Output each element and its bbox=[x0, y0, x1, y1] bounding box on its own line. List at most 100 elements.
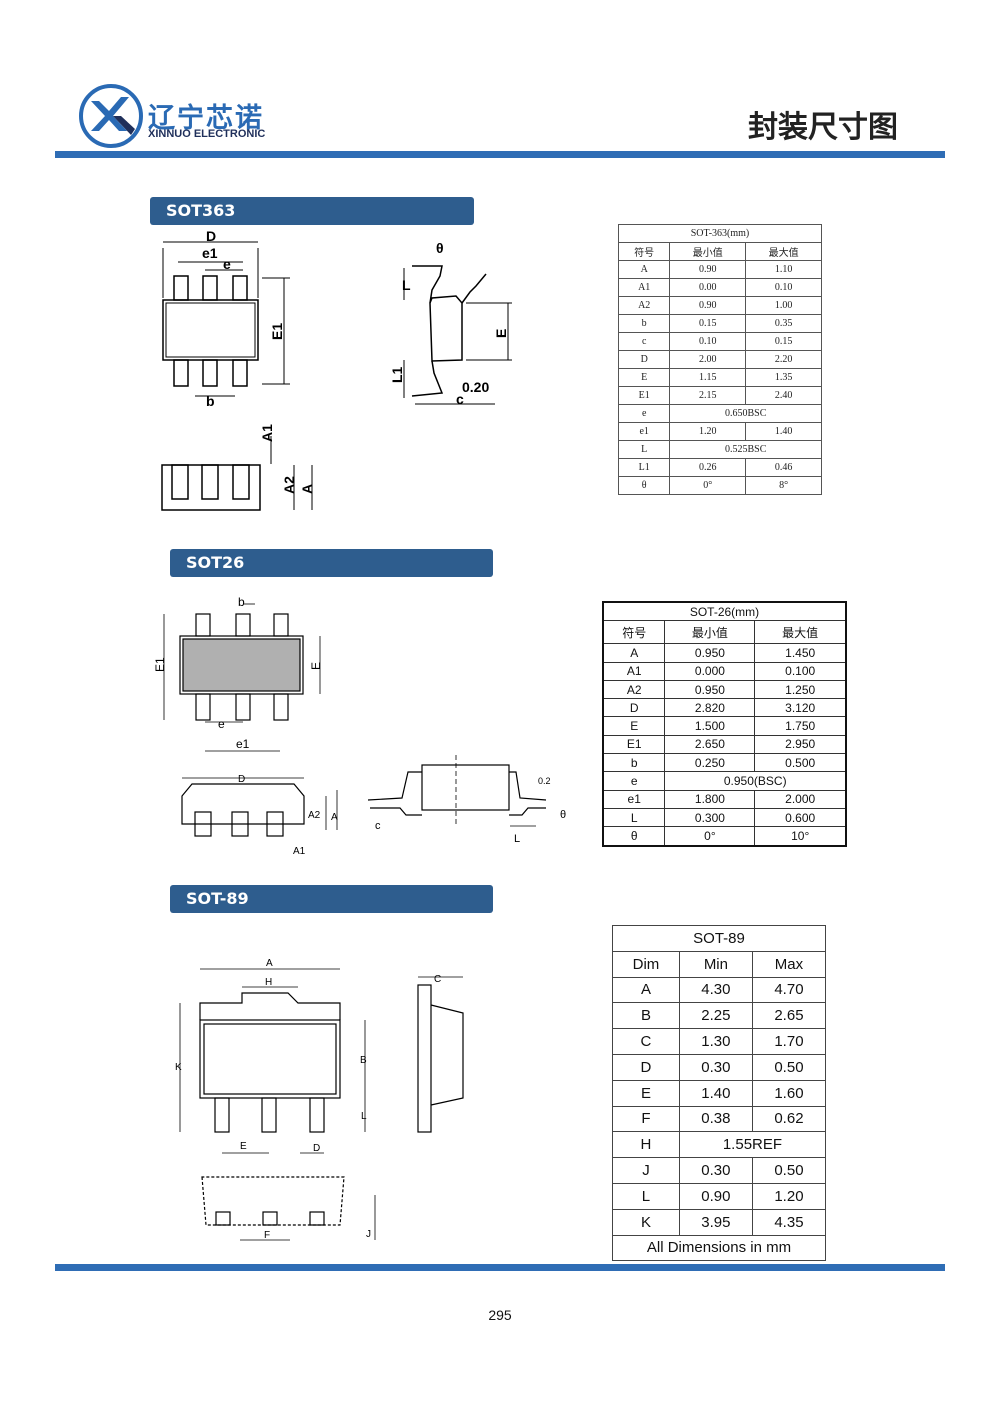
table-cell: H bbox=[612, 1131, 680, 1159]
table-cell: e1 bbox=[602, 789, 666, 809]
table-cell: 0.90 bbox=[669, 296, 747, 315]
table-cell: 最小值 bbox=[669, 242, 747, 261]
table-cell: 符号 bbox=[602, 620, 666, 645]
footer-rule bbox=[55, 1264, 945, 1271]
table-cell: 1.35 bbox=[745, 368, 822, 387]
table-cell: 1.250 bbox=[754, 679, 847, 700]
table-cell: Max bbox=[751, 950, 827, 978]
table-cell: 0.35 bbox=[745, 314, 822, 333]
table-cell: 2.650 bbox=[664, 734, 756, 755]
table-cell: 4.30 bbox=[678, 976, 753, 1004]
table-cell: 4.70 bbox=[751, 976, 827, 1004]
section-title-sot89: SOT-89 bbox=[170, 885, 493, 913]
table-cell: 0.300 bbox=[664, 807, 756, 828]
table-cell: B bbox=[612, 1002, 680, 1030]
table-cell: L bbox=[612, 1182, 680, 1210]
sot89-drawing: A H K B L E D C F J bbox=[175, 958, 464, 1241]
header-rule bbox=[55, 151, 945, 158]
table-cell: 0.15 bbox=[745, 332, 822, 351]
table-cell: 0.26 bbox=[669, 458, 747, 477]
sot26-label-E1: E1 bbox=[153, 657, 167, 672]
table-cell: Dim bbox=[612, 950, 680, 978]
sot363-label-E: E bbox=[493, 329, 509, 338]
sot363-drawing: D e1 e E1 b θ L E L1 0.20 c A1 A2 A bbox=[161, 228, 512, 511]
table-cell: 0.250 bbox=[664, 753, 756, 773]
sot89-label-L: L bbox=[361, 1111, 367, 1122]
sot89-label-A: A bbox=[266, 958, 273, 969]
table-footer-row: All Dimensions in mm bbox=[612, 1234, 826, 1262]
sot26-label-A: A bbox=[331, 812, 338, 823]
table-cell: 1.500 bbox=[664, 716, 756, 736]
table-caption-row: SOT-89 bbox=[612, 925, 826, 952]
table-cell: SOT-26(mm) bbox=[602, 601, 847, 622]
table-cell: 1.10 bbox=[745, 260, 822, 279]
table-cell: 1.00 bbox=[745, 296, 822, 315]
table-cell: 0° bbox=[669, 476, 747, 495]
table-cell: 2.25 bbox=[678, 1002, 753, 1030]
sot89-label-H: H bbox=[265, 977, 272, 988]
table-cell: 1.70 bbox=[751, 1028, 827, 1055]
sot363-label-L1: L1 bbox=[389, 366, 405, 383]
table-cell: 0.10 bbox=[669, 332, 747, 351]
sot26-label-L: L bbox=[514, 833, 520, 845]
sot363-label-A2: A2 bbox=[281, 476, 297, 494]
table-cell: All Dimensions in mm bbox=[612, 1234, 826, 1262]
table-cell: c bbox=[617, 332, 671, 351]
table-cell: A bbox=[617, 260, 671, 279]
table-cell: 4.35 bbox=[751, 1208, 827, 1236]
table-cell: 1.800 bbox=[664, 789, 756, 809]
section-title-sot26: SOT26 bbox=[170, 549, 493, 577]
table-cell: C bbox=[612, 1028, 680, 1055]
sot363-label-e: e bbox=[223, 256, 231, 272]
table-cell: 最大值 bbox=[754, 620, 847, 645]
sot89-label-B: B bbox=[360, 1055, 367, 1066]
table-cell: 0.15 bbox=[669, 314, 747, 333]
table-cell: SOT-363(mm) bbox=[618, 224, 822, 243]
table-cell: 最小值 bbox=[664, 620, 756, 645]
sot26-label-02: 0.2 bbox=[538, 776, 551, 786]
sot26-label-e: e bbox=[218, 717, 225, 731]
table-cell: 0.50 bbox=[751, 1157, 827, 1184]
table-caption-row: SOT-26(mm) bbox=[602, 601, 847, 622]
sot26-label-A1: A1 bbox=[293, 846, 306, 857]
table-cell: D bbox=[617, 350, 671, 369]
sot363-label-c: c bbox=[456, 391, 464, 407]
table-cell: θ bbox=[617, 476, 671, 495]
sot363-label-L: L bbox=[402, 277, 411, 293]
table-cell: 1.30 bbox=[678, 1028, 753, 1055]
sot89-label-D: D bbox=[313, 1143, 320, 1154]
table-cell: 符号 bbox=[617, 242, 671, 261]
table-cell: 1.55REF bbox=[678, 1131, 827, 1159]
table-caption-row: SOT-363(mm) bbox=[618, 224, 822, 243]
table-header-row: 符号最小值最大值 bbox=[617, 242, 822, 261]
table-cell: 3.95 bbox=[678, 1208, 753, 1236]
table-cell: A2 bbox=[602, 679, 666, 700]
table-cell: Min bbox=[678, 950, 753, 978]
table-cell: 0.100 bbox=[754, 661, 847, 681]
table-cell: 0.46 bbox=[745, 458, 822, 477]
table-cell: 2.000 bbox=[754, 789, 847, 809]
table-cell: 0.950(BSC) bbox=[664, 771, 847, 791]
sot363-label-D: D bbox=[206, 228, 216, 244]
